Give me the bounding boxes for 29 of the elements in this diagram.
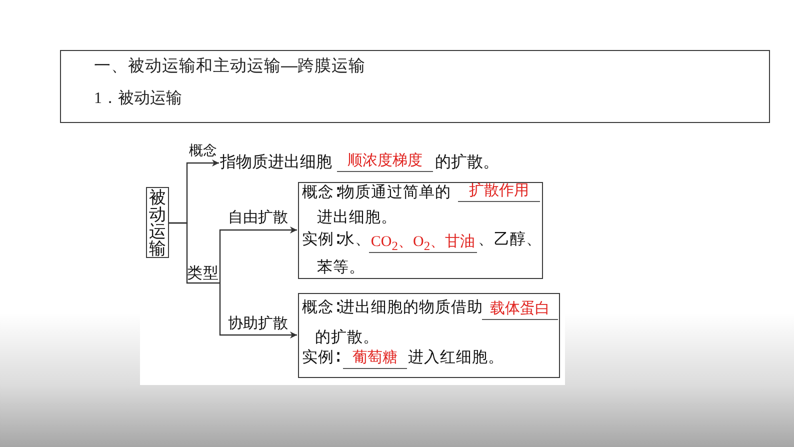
note-text: 进入红细胞。 (408, 348, 504, 368)
fill-in-line: 扩散作用 (458, 182, 540, 202)
note-text: 、乙醇、 (478, 230, 542, 250)
edge-label: 概念 (189, 144, 217, 160)
term-box: 被动运输 (146, 187, 169, 258)
arrow (219, 226, 297, 284)
note-text: 进出细胞。 (317, 208, 397, 228)
note-text: 概念∶物质通过简单的 (302, 183, 451, 203)
definition-text: 的扩散。 (435, 153, 499, 173)
connector-line (169, 222, 220, 284)
note-box (298, 182, 543, 279)
subsection-heading: 1．被动运输 (94, 89, 182, 109)
definition-text: 指物质进出细胞 (220, 153, 332, 173)
note-text: 的扩散。 (315, 328, 379, 348)
fill-in-line: 顺浓度梯度 (337, 152, 433, 172)
edge-label: 协助扩散 (228, 316, 288, 333)
header-box (60, 50, 770, 123)
note-text: 实例∶ (302, 348, 339, 368)
arrow (219, 282, 297, 338)
fill-in-line: CO$_{2}$、O$_{2}$、甘油 (369, 233, 477, 253)
category-label: 类型 (187, 265, 220, 283)
fill-in-line: 载体蛋白 (482, 300, 558, 320)
section-heading: 一、被动运输和主动运输—跨膜运输 (94, 56, 366, 76)
note-box (298, 293, 560, 378)
note-text: 实例∶水、 (302, 230, 371, 250)
note-text: 概念∶进出细胞的物质借助 (302, 298, 483, 318)
fill-in-line: 葡萄糖 (343, 349, 407, 369)
edge-label: 自由扩散 (228, 210, 288, 227)
note-text: 苯等。 (317, 258, 365, 278)
